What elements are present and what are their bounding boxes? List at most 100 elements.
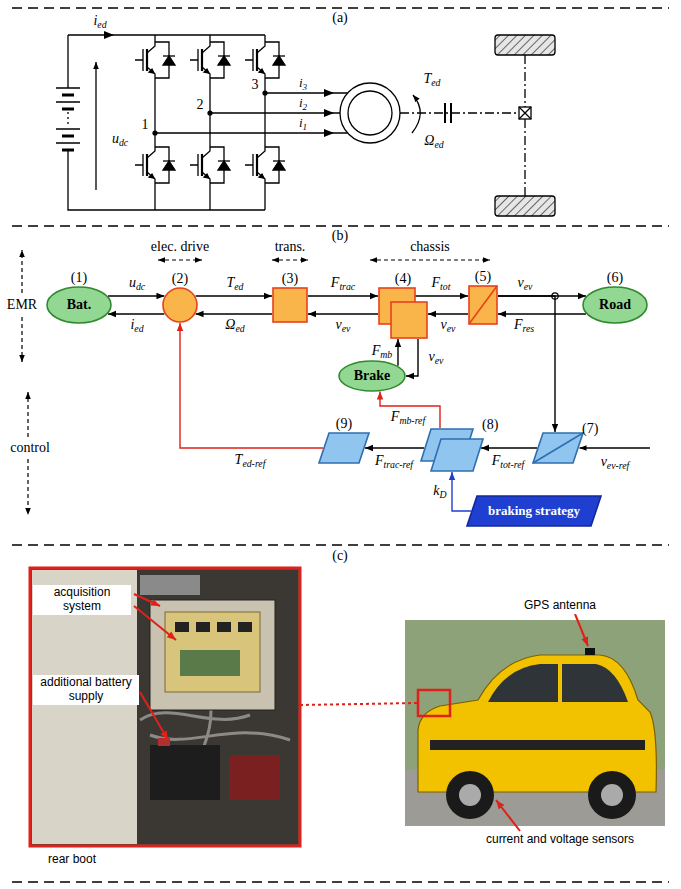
symbol-subscript: ed <box>434 139 443 150</box>
symbol-subscript: dc <box>119 137 128 148</box>
photo-caption: additional battery supply <box>33 675 139 705</box>
symbol-subscript: D <box>440 489 447 500</box>
signal-name: ied <box>130 317 143 334</box>
node-outline <box>532 432 584 464</box>
signal-name: kD <box>433 483 446 500</box>
outline-part <box>533 433 583 463</box>
signal-arrow <box>452 472 471 511</box>
signal-arrow <box>308 295 378 296</box>
symbol-letter: F <box>372 343 381 358</box>
voltage-label: udc <box>112 131 128 148</box>
symbol-letter: Ω <box>225 317 235 332</box>
outline-part <box>339 361 405 391</box>
signal-arrow <box>365 447 424 448</box>
outline-part <box>533 433 583 463</box>
control-block: (7) <box>532 432 584 464</box>
control-block: (8) <box>420 428 484 472</box>
speed-label: Ωed <box>424 133 443 150</box>
control-block: (9) <box>318 432 370 464</box>
symbol-letter: i <box>299 115 303 130</box>
outline-part <box>467 496 601 526</box>
block-number: (5) <box>475 269 491 284</box>
circuit-marks <box>104 31 334 137</box>
symbol-letter: k <box>433 483 439 498</box>
signal-name: vev <box>336 317 351 334</box>
section-label: chassis <box>410 239 450 255</box>
leader-arrow <box>134 594 588 831</box>
accumulation-square: (5) <box>468 285 498 325</box>
level-label: control <box>10 440 50 456</box>
block-number: (7) <box>582 421 598 436</box>
symbol-letter: v <box>601 454 607 469</box>
car-photo <box>405 620 665 826</box>
symbol-letter: v <box>429 349 435 364</box>
symbol-letter: i <box>93 13 97 28</box>
section-label: elec. drive <box>151 239 209 255</box>
phase-number: 1 <box>142 117 149 133</box>
symbol-letter: v <box>441 317 447 332</box>
photo-caption: GPS antenna <box>521 598 599 614</box>
symbol-subscript: ed <box>235 323 244 334</box>
outline-part <box>469 286 497 324</box>
symbol-subscript: trac-ref <box>383 459 413 470</box>
symbol-subscript: dc <box>136 281 145 292</box>
symbol-letter: i <box>299 75 303 90</box>
symbol-subscript: ev <box>342 323 351 334</box>
signal-name: Ted-ref <box>235 452 266 469</box>
signal-arrow <box>196 295 272 296</box>
machine-and-driveline <box>340 35 555 216</box>
signal-name: vev <box>518 275 533 292</box>
signal-name: udc <box>129 275 145 292</box>
signal-name: Ftot-ref <box>492 453 525 470</box>
current-label: i2 <box>299 96 307 112</box>
node-outline <box>272 287 308 323</box>
symbol-subscript: ev <box>524 281 533 292</box>
symbol-letter: v <box>336 317 342 332</box>
symbol-subscript: ed <box>97 19 106 30</box>
current-label: ied <box>93 13 106 30</box>
signal-name: Fres <box>514 317 534 334</box>
symbol-subscript: 3 <box>303 82 308 92</box>
panel-letter: (b) <box>332 228 348 244</box>
outline-part <box>273 288 307 322</box>
section-label: trans. <box>275 239 306 255</box>
inverter-circuit <box>56 35 348 210</box>
signal-name: vev-ref <box>601 454 630 471</box>
span-arrow <box>22 250 490 515</box>
current-label: i1 <box>299 116 307 132</box>
symbol-subscript: ev-ref <box>607 460 629 471</box>
signal-arrow <box>428 313 468 314</box>
symbol-letter: i <box>130 317 134 332</box>
symbol-letter: F <box>514 317 523 332</box>
symbol-subscript: 1 <box>303 122 308 132</box>
signal-name: Ωed <box>225 317 244 334</box>
symbol-letter: T <box>423 71 431 86</box>
block-name: Road <box>599 297 631 312</box>
signal-arrow <box>196 313 272 314</box>
signal-arrow <box>414 295 468 296</box>
symbol-letter: u <box>112 131 119 146</box>
symbol-subscript: ev <box>435 355 444 366</box>
symbol-letter: F <box>432 275 441 290</box>
signal-name: Ftrac-ref <box>375 453 413 470</box>
outline-part <box>319 433 369 463</box>
symbol-letter: Ω <box>424 133 434 148</box>
symbol-subscript: ed <box>134 323 143 334</box>
panel-divider <box>12 8 669 882</box>
block-number: (1) <box>71 270 87 285</box>
block-number: (9) <box>336 416 352 431</box>
symbol-subscript: res <box>522 323 534 334</box>
outline-part <box>469 286 497 324</box>
signal-arrow <box>406 339 418 376</box>
coupling-square: (4) <box>378 287 428 339</box>
node-outline <box>420 428 484 472</box>
symbol-letter: u <box>129 275 136 290</box>
symbol-subscript: trac <box>339 281 355 292</box>
current-label: i3 <box>299 76 307 92</box>
symbol-letter: i <box>299 95 303 110</box>
signal-arrow <box>308 313 378 314</box>
block-name: Brake <box>354 368 391 383</box>
phase-number: 2 <box>197 97 204 113</box>
outline-part <box>163 288 197 322</box>
symbol-letter: F <box>391 409 400 424</box>
